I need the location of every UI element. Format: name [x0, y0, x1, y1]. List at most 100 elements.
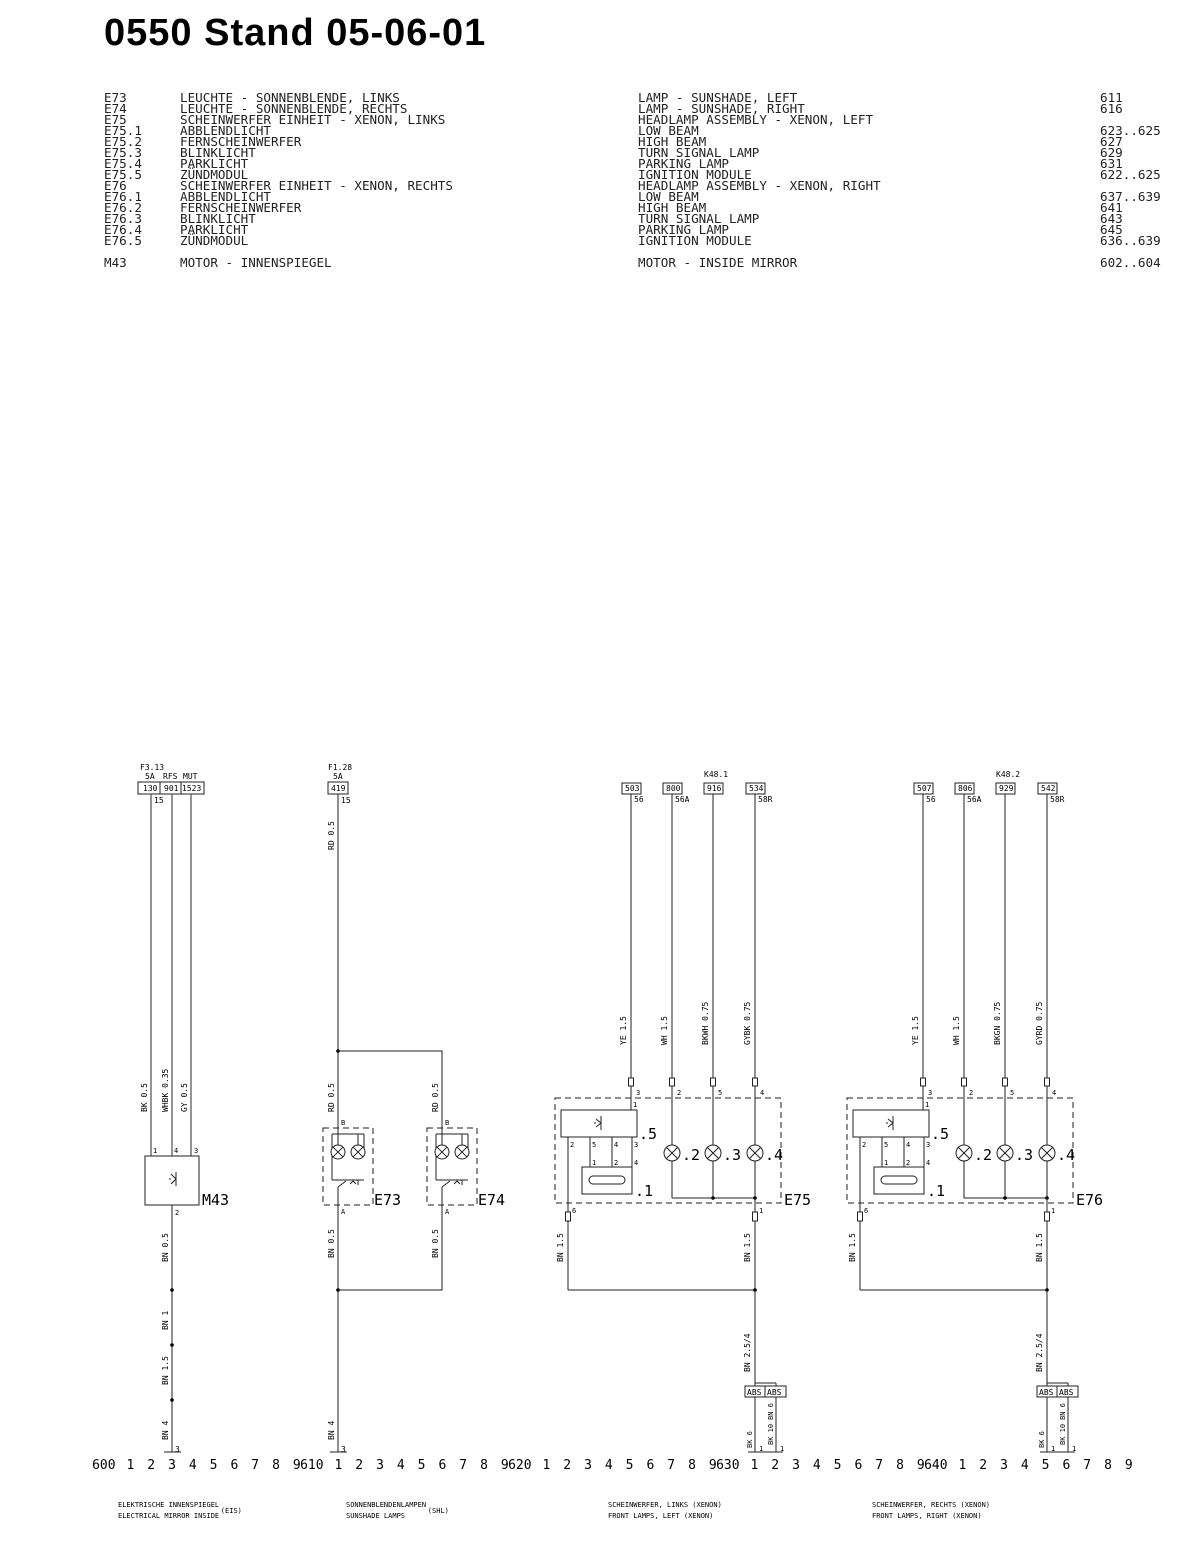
pin-label: B: [445, 1119, 449, 1127]
pin-number: 4: [926, 1159, 930, 1167]
scale-tick: 2: [771, 1458, 779, 1473]
legend-de: ABBLENDLICHT: [180, 189, 271, 204]
component-label: M43: [202, 1191, 229, 1209]
component-outline: [554, 1097, 782, 1204]
plug-icon: [669, 1077, 675, 1087]
scale-tick: 6: [438, 1458, 446, 1473]
module-symbol-icon: [886, 1116, 894, 1130]
section-caption: ELEKTRISCHE INNENSPIEGEL ELECTRICAL MIRRO…: [118, 1501, 242, 1520]
plug-icon: [710, 1077, 716, 1087]
section-caption: SCHEINWERFER, LINKS (XENON)FRONT LAMPS, …: [608, 1501, 722, 1520]
scale-tick: 3: [168, 1458, 176, 1473]
fuse-label: F3.13: [140, 763, 164, 772]
legend-en: LOW BEAM: [638, 189, 699, 204]
connector-cell: 901: [164, 784, 179, 793]
legend-code: E74: [104, 101, 127, 116]
scale-tick: 4: [189, 1458, 197, 1473]
sub-label: .4: [765, 1146, 783, 1164]
connector-cell: 800: [666, 784, 681, 793]
pin-label: A: [341, 1208, 346, 1216]
scale-tick: 7: [1083, 1458, 1091, 1473]
plug-icon: [628, 1077, 634, 1087]
scale-tick: 6: [230, 1458, 238, 1473]
caption-de: SONNENBLENDENLAMPEN: [346, 1501, 426, 1509]
sub-label: .3: [1015, 1146, 1033, 1164]
legend-de: ABBLENDLICHT: [180, 123, 271, 138]
pin-number: 1: [633, 1101, 637, 1109]
legend-de: BLINKLICHT: [180, 211, 256, 226]
pin-number: 1: [153, 1147, 157, 1155]
low-beam-lamp: [581, 1166, 633, 1195]
wire-label: BN 0.5: [327, 1229, 336, 1258]
legend-en: HIGH BEAM: [638, 200, 707, 215]
wire-label: BK 6: [1038, 1431, 1046, 1448]
scale-tick: 8: [1104, 1458, 1112, 1473]
legend-de: PARKLICHT: [180, 222, 249, 237]
terminal-label: 56A: [675, 795, 690, 804]
legend-code: E75.3: [104, 145, 142, 160]
legend-page: 611: [1100, 90, 1123, 105]
scale-tick: 5: [834, 1458, 842, 1473]
legend-de: SCHEINWERFER EINHEIT - XENON, RECHTS: [180, 178, 453, 193]
pin-number: 4: [760, 1089, 764, 1097]
connector-cell: 419: [331, 784, 346, 793]
wire-label: BN 1.5: [1035, 1233, 1044, 1262]
legend-de: FERNSCHEINWERFER: [180, 200, 302, 215]
plug-icon: [565, 1211, 571, 1222]
terminal-label: 56: [926, 795, 936, 804]
legend-en: HEADLAMP ASSEMBLY - XENON, RIGHT: [638, 178, 881, 193]
pin-number: 1: [592, 1159, 596, 1167]
legend-code: E76.1: [104, 189, 142, 204]
scale-tick: 620: [508, 1458, 531, 1473]
legend-en: PARKING LAMP: [638, 222, 729, 237]
wire-label: BN 0.5: [161, 1233, 170, 1262]
pin-number: 4: [174, 1147, 178, 1155]
pin-number: 6: [864, 1207, 868, 1215]
legend-page: 643: [1100, 211, 1123, 226]
terminal-label: 58R: [1050, 795, 1065, 804]
sunshade-lamp-left: [322, 1127, 374, 1206]
pin-number: 3: [928, 1089, 932, 1097]
wire: [338, 1205, 443, 1291]
legend-page: 623..625: [1100, 123, 1161, 138]
sub-label: .1: [635, 1182, 653, 1200]
wire-label: BN 6: [767, 1403, 775, 1420]
terminal-label: 15: [341, 796, 351, 805]
scale-tick: 7: [667, 1458, 675, 1473]
xenon-bulb-icon: [880, 1175, 918, 1185]
pin-label: A: [445, 1208, 450, 1216]
wire-label: GYRD 0.75: [1035, 1001, 1044, 1045]
caption-de: ELEKTRISCHE INNENSPIEGEL: [118, 1501, 219, 1509]
scale-tick: 4: [813, 1458, 821, 1473]
connector-cell: 507: [917, 784, 932, 793]
sub-label: .4: [1057, 1146, 1075, 1164]
scale-tick: 5: [626, 1458, 634, 1473]
rfs-label: RFS: [163, 772, 178, 781]
pin-number: 5: [592, 1141, 596, 1149]
legend-de: BLINKLICHT: [180, 145, 256, 160]
pin-number: 2: [969, 1089, 973, 1097]
mirror-circuit: F3.13 5A RFS MUT 130 901 1523 15 BK 0.5 …: [137, 763, 229, 1454]
caption-en: ELECTRICAL MIRROR INSIDE: [118, 1512, 219, 1520]
legend-de: FERNSCHEINWERFER: [180, 134, 302, 149]
connector-cell: 929: [999, 784, 1014, 793]
pin-number: 3: [194, 1147, 198, 1155]
wire-label: BN 2.5/4: [743, 1333, 752, 1372]
caption-en: FRONT LAMPS, RIGHT (XENON): [872, 1512, 982, 1520]
legend-en: MOTOR - INSIDE MIRROR: [638, 255, 798, 270]
scale-tick: 6: [1062, 1458, 1070, 1473]
component-label: E73: [374, 1191, 401, 1209]
pin-number: 4: [906, 1141, 910, 1149]
scale-tick: 8: [896, 1458, 904, 1473]
wire-label: BN 4: [161, 1421, 170, 1440]
scale-tick: 4: [605, 1458, 613, 1473]
